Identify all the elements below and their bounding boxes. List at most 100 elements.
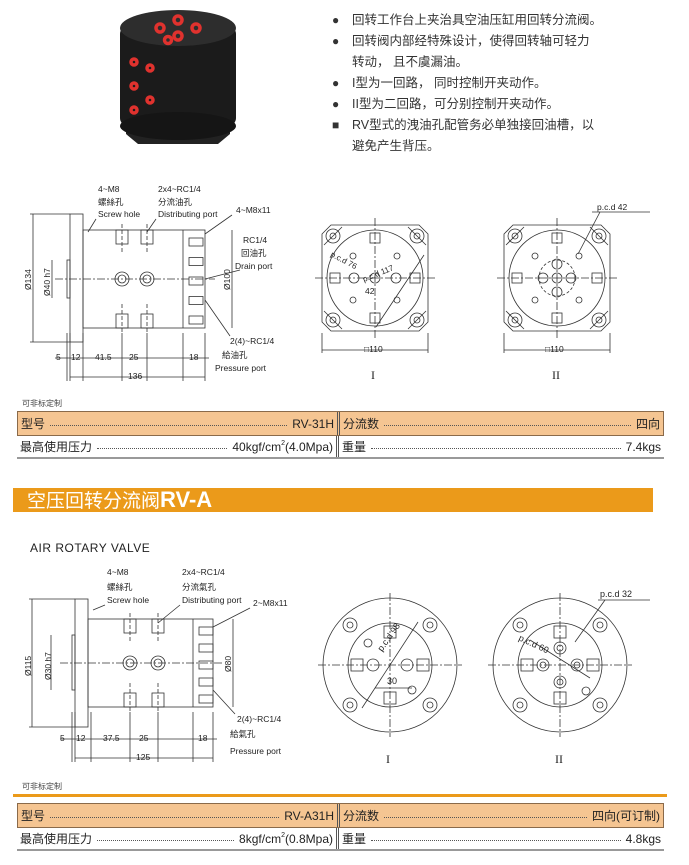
- pressure-spec: 2(4)~RC1/4: [237, 714, 281, 724]
- dia-hub: Ø30 h7: [43, 652, 53, 680]
- drawing-circle: [122, 655, 138, 671]
- dim-25: 25: [139, 733, 149, 743]
- drawing-line: [505, 310, 525, 330]
- drawing-circle: [407, 685, 417, 695]
- type-ii-label: II: [555, 752, 563, 766]
- drawing-circle: [369, 272, 381, 284]
- pressure-value: 40kgf/cm2(4.0Mpa): [232, 439, 333, 454]
- section-subtitle: AIR ROTARY VALVE: [30, 541, 151, 555]
- drawing-outline: [188, 296, 204, 305]
- drawing-circle: [536, 658, 550, 672]
- bullet-square-icon: ■: [332, 118, 340, 132]
- dim-5: 5: [60, 733, 65, 743]
- distributing-spec: 2x4~RC1/4: [158, 184, 201, 194]
- pressure-cn: 給氣孔: [230, 729, 256, 739]
- drawing-line: [407, 226, 427, 246]
- pressure-value: 8kgf/cm2(0.8Mpa): [239, 831, 333, 846]
- drawing-outline: [591, 272, 603, 284]
- dia-body: Ø80: [223, 656, 233, 672]
- drawing-line: [407, 310, 427, 330]
- dim-12: 12: [71, 352, 81, 362]
- screw-hole-cn: 螺絲孔: [98, 197, 124, 207]
- drawing-circle: [539, 661, 547, 669]
- drawing-circle: [422, 617, 438, 633]
- distributing-en: Distributing port: [158, 209, 218, 219]
- banner-title: 空压回转分流阀: [27, 491, 161, 512]
- drawing-line: [92, 604, 106, 611]
- plate-outline: [503, 224, 611, 332]
- drawing-outline: [188, 237, 204, 247]
- drawing-circle: [516, 701, 524, 709]
- m8x11-spec: 4~M8x11: [236, 205, 271, 215]
- drawing-circle: [413, 316, 421, 324]
- flow-value: 四向(可订制): [592, 809, 660, 823]
- drawing-circle: [531, 296, 539, 304]
- drawing-circle: [570, 658, 584, 672]
- model-label: 型号: [21, 417, 46, 431]
- dim-12: 12: [76, 733, 86, 743]
- drawing-circle: [507, 312, 523, 328]
- drawing-circle: [409, 228, 425, 244]
- bullet-dot-icon: ●: [332, 34, 340, 48]
- distributing-en: Distributing port: [182, 595, 242, 605]
- dim-25: 25: [129, 352, 139, 362]
- drawing-outline: [198, 626, 214, 636]
- drawing-line: [375, 254, 425, 328]
- dim-42: 42: [365, 286, 375, 296]
- drawing-circle: [595, 316, 603, 324]
- drawing-circle: [516, 621, 524, 629]
- type-ii-label: II: [552, 368, 560, 382]
- drawing-outline: [383, 691, 397, 705]
- bullet-dot-icon: ●: [332, 76, 340, 90]
- drawing-outline: [520, 658, 534, 672]
- drawing-line: [323, 226, 343, 246]
- drawing-outline: [551, 232, 563, 244]
- drawing-outline: [71, 634, 76, 691]
- pressure-en: Pressure port: [215, 363, 267, 373]
- drawing-outline: [329, 272, 341, 284]
- dim-5: 5: [56, 352, 61, 362]
- pressure-label: 最高使用压力: [20, 832, 93, 846]
- customizable-note: 可非标定制: [22, 399, 62, 408]
- section-banner: 空压回转分流阀RV-A: [13, 488, 653, 512]
- screw-hole-spec: 4~M8: [107, 567, 129, 577]
- drawing-outline: [198, 694, 214, 704]
- product-photo: [120, 10, 236, 144]
- drawing-circle: [553, 641, 567, 655]
- drawing-circle: [511, 232, 519, 240]
- weight-value: 7.4kgs: [625, 439, 661, 454]
- drawing-circle: [114, 271, 130, 287]
- drawing-outline: [553, 625, 567, 639]
- screw-hole-cn: 螺絲孔: [107, 582, 133, 592]
- dia-body: Ø100: [222, 269, 232, 290]
- drawing-outline: [188, 257, 204, 266]
- pcd-60: p.c.d 60: [517, 633, 550, 656]
- model-value: RV-31H: [292, 416, 334, 431]
- pressure-spec: 2(4)~RC1/4: [230, 336, 274, 346]
- m8x11-spec: 2~M8x11: [253, 598, 288, 608]
- dim-18: 18: [189, 352, 199, 362]
- drawing-circle: [596, 621, 604, 629]
- drawing-line: [505, 226, 525, 246]
- flow-label: 分流数: [343, 417, 380, 431]
- feature-item: 避免产生背压。: [352, 139, 440, 153]
- drawing-circle: [363, 638, 373, 648]
- drawing-circle: [142, 274, 152, 284]
- distributing-spec: 2x4~RC1/4: [182, 567, 225, 577]
- distributing-cn: 分流氣孔: [182, 582, 217, 592]
- drain-spec: RC1/4: [243, 235, 267, 245]
- dim-total: 125: [136, 752, 150, 762]
- distributing-cn: 分流油孔: [158, 197, 193, 207]
- screw-hole-spec: 4~M8: [98, 184, 120, 194]
- drawing-line: [361, 621, 419, 709]
- drawing-circle: [596, 701, 604, 709]
- drawing-circle: [551, 286, 563, 298]
- drawing-line: [87, 218, 97, 233]
- drawing-circle: [511, 316, 519, 324]
- drawing-outline: [198, 677, 214, 687]
